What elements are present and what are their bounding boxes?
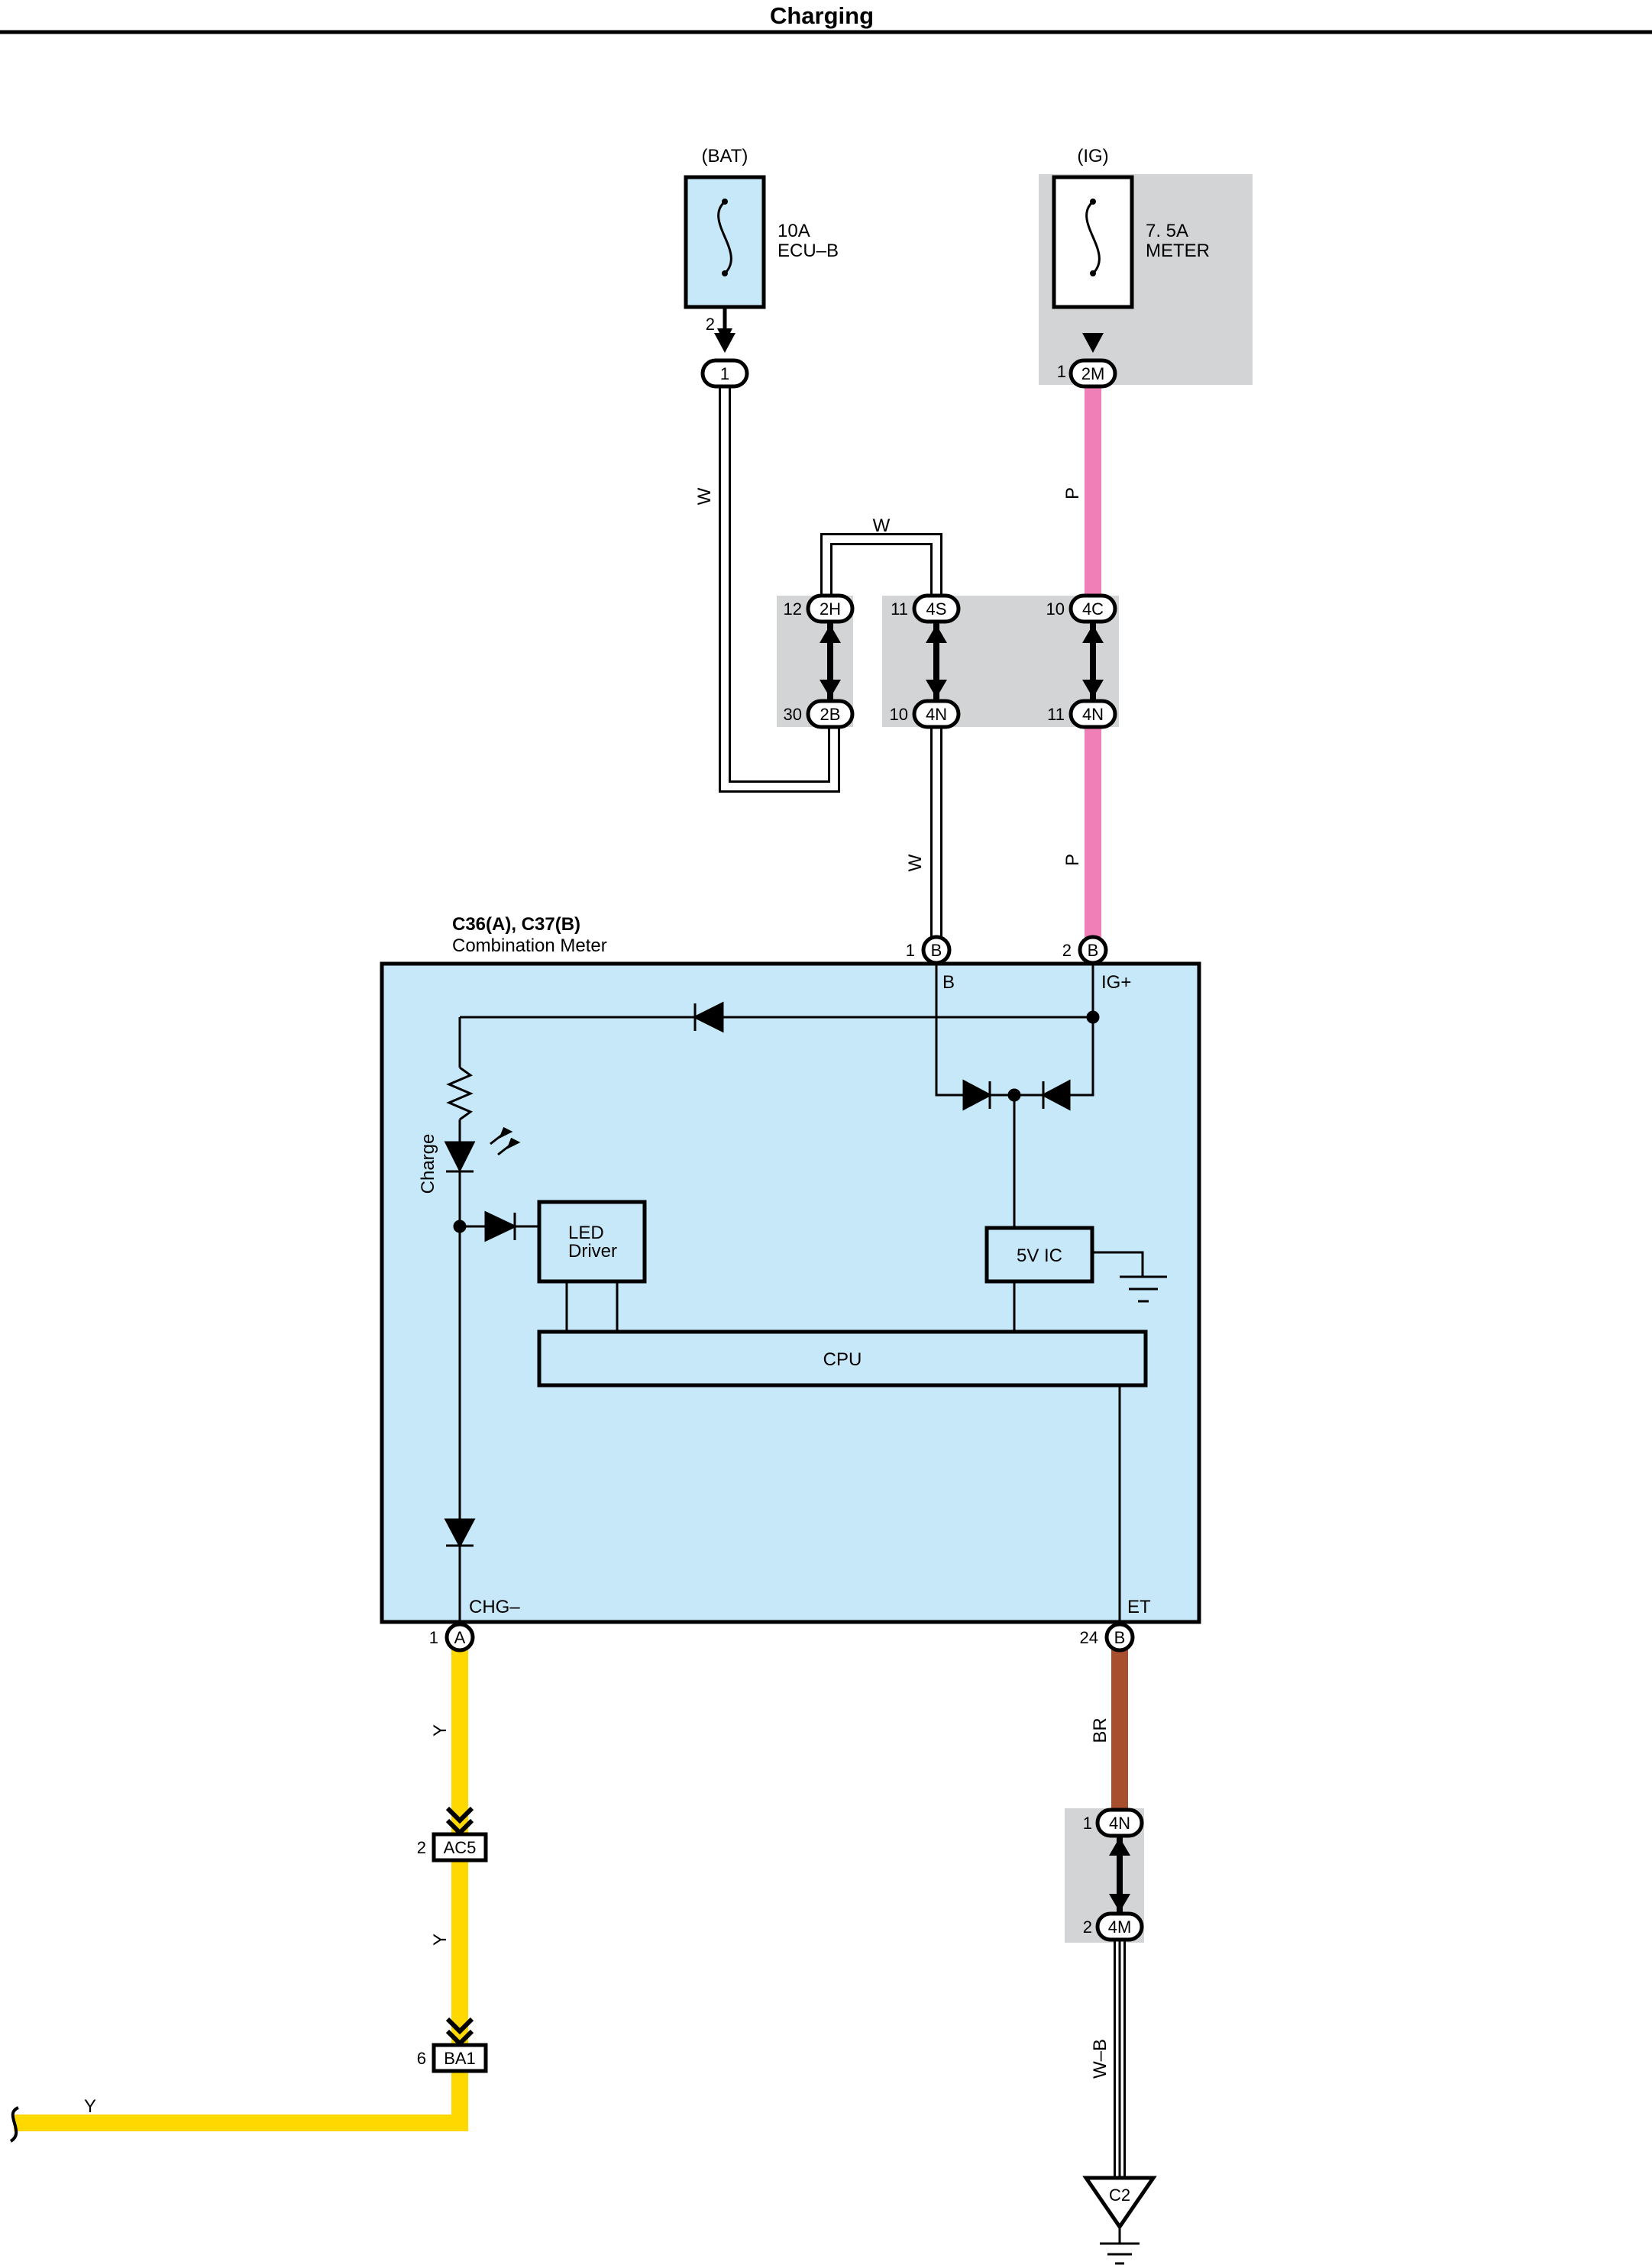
wire-label-w1: W xyxy=(694,487,715,505)
junction-arrowheads xyxy=(714,333,1130,1912)
wire-y-break xyxy=(9,2106,19,2143)
meter-b2-code: B xyxy=(1088,941,1099,960)
conn-4n-low-label: 4N xyxy=(1109,1814,1130,1833)
meter-ref: C36(A), C37(B) xyxy=(452,914,580,935)
wire-label-y2: Y xyxy=(430,1934,451,1946)
wire-label-br: BR xyxy=(1090,1717,1110,1743)
fuse-ig-pin: 1 xyxy=(1057,362,1066,381)
wire-label-y1: Y xyxy=(430,1724,451,1737)
meter-b1-pin: 1 xyxy=(906,941,915,960)
wire-label-p1: P xyxy=(1062,487,1083,499)
fuse-meter: (IG) 7. 5A METER 1 xyxy=(1039,146,1253,385)
conn-4n-b-pin: 11 xyxy=(1047,705,1065,724)
meter-b24-pin: 24 xyxy=(1080,1628,1098,1647)
led-driver-label-1: LED xyxy=(568,1223,604,1243)
ic-5v-box xyxy=(984,1226,1094,1284)
meter-a1-code: A xyxy=(454,1628,466,1647)
cpu-box xyxy=(537,1329,1148,1388)
ground-c2-label: C2 xyxy=(1109,2186,1130,2205)
box-connectors xyxy=(432,1832,488,2073)
meter-a1-pin: 1 xyxy=(429,1628,438,1647)
conn-4s-pin: 11 xyxy=(891,599,908,619)
charge-lamp-label: Charge xyxy=(418,1134,438,1194)
fuse-ig-name: METER xyxy=(1146,241,1210,261)
fuse-bat-rating: 10A xyxy=(778,221,810,241)
conn-2b-pin: 30 xyxy=(784,705,802,724)
wire-label-p2: P xyxy=(1062,854,1083,866)
conn-4c-pin: 10 xyxy=(1046,599,1065,619)
led-driver-label-2: Driver xyxy=(568,1241,617,1262)
led-driver-box xyxy=(537,1200,647,1284)
conn-2h-pin: 12 xyxy=(784,599,802,619)
conn-4n-a-label: 4N xyxy=(926,705,947,724)
conn-4s-label: 4S xyxy=(926,599,947,619)
meter-internal-diodes xyxy=(444,1001,1100,1549)
conn-4n-a-pin: 10 xyxy=(890,705,908,724)
fuse-bat-supply: (BAT) xyxy=(702,146,748,166)
page-title: Charging xyxy=(770,2,874,29)
wire-label-w3: W xyxy=(905,854,926,871)
meter-name: Combination Meter xyxy=(452,935,607,956)
conn-ac5-label: AC5 xyxy=(444,1838,477,1857)
wire-label-w2: W xyxy=(873,515,891,536)
fuse-ig-supply: (IG) xyxy=(1077,146,1108,166)
wire-label-wb: W–B xyxy=(1090,2039,1110,2079)
conn-ba1-label: BA1 xyxy=(444,2049,476,2068)
ic-5v-label: 5V IC xyxy=(1017,1245,1062,1266)
cpu-label: CPU xyxy=(823,1349,862,1370)
fuse-bat-name: ECU–B xyxy=(778,241,839,261)
conn-2m-label: 2M xyxy=(1081,364,1105,383)
conn-4n-low-pin: 1 xyxy=(1083,1814,1092,1833)
conn-4m-pin: 2 xyxy=(1083,1917,1092,1937)
meter-term-et: ET xyxy=(1127,1597,1151,1617)
meter-term-b: B xyxy=(942,972,955,993)
conn-2b-label: 2B xyxy=(820,705,841,724)
conn-4n-b-label: 4N xyxy=(1082,705,1104,724)
meter-b1-code: B xyxy=(931,941,942,960)
conn-ac5-pin: 2 xyxy=(417,1838,426,1857)
conn-1-label: 1 xyxy=(720,364,729,383)
meter-term-ig: IG+ xyxy=(1101,972,1131,993)
conn-ba1-pin: 6 xyxy=(417,2049,426,2068)
fuse-ig-rating: 7. 5A xyxy=(1146,221,1188,241)
wire-label-y3: Y xyxy=(84,2096,96,2117)
wire-y xyxy=(14,1646,468,2131)
conn-4m-label: 4M xyxy=(1108,1917,1132,1937)
oval-connectors xyxy=(700,358,1144,1942)
wire-w-loop xyxy=(820,533,942,609)
meter-top-connectors xyxy=(445,935,1135,1653)
conn-2h-label: 2H xyxy=(820,599,841,619)
combination-meter xyxy=(380,961,1201,1624)
ground-c2 xyxy=(1082,2176,1157,2265)
meter-internal-circuit xyxy=(446,964,1167,1622)
fuse-bat-pin: 2 xyxy=(706,315,715,334)
meter-b24-code: B xyxy=(1114,1628,1126,1647)
wire-w-bat xyxy=(717,309,840,793)
meter-b2-pin: 2 xyxy=(1062,941,1072,960)
conn-4c-label: 4C xyxy=(1082,599,1104,619)
fuse-ecu-b: (BAT) 10A ECU–B 2 xyxy=(684,146,839,334)
meter-term-chg: CHG– xyxy=(469,1597,520,1617)
